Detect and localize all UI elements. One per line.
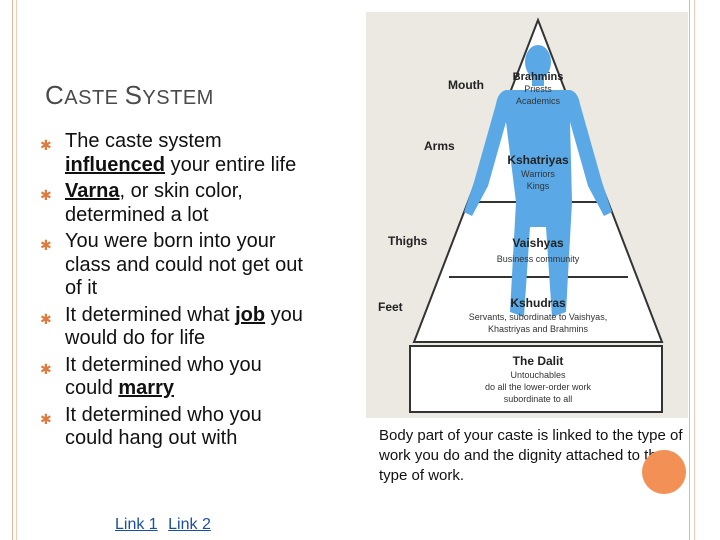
- link-2[interactable]: Link 2: [168, 516, 211, 533]
- tier-desc: Academics: [516, 96, 561, 106]
- human-body-icon: [464, 45, 612, 317]
- tier-name-brahmins: Brahmins: [513, 71, 564, 83]
- slide-title: CASTE SYSTEM: [45, 80, 214, 110]
- tier-name-vaishyas: Vaishyas: [512, 236, 564, 250]
- bullet-item: ✱You were born into your class and could…: [40, 230, 303, 299]
- slide-border-left: [12, 0, 13, 540]
- slide-border-right: [689, 0, 690, 540]
- tier-desc: Business community: [497, 254, 580, 264]
- bullet-marker-icon: ✱: [40, 410, 52, 427]
- label-thighs: Thighs: [388, 234, 428, 248]
- tier-desc: Untouchables: [510, 370, 566, 380]
- tier-desc: Kings: [527, 181, 550, 191]
- link-1[interactable]: Link 1: [115, 516, 158, 533]
- label-arms: Arms: [424, 139, 455, 153]
- tier-desc: Khastriyas and Brahmins: [488, 324, 589, 334]
- tier-desc: Servants, subordinate to Vaishyas,: [469, 312, 607, 322]
- bullet-list: ✱The caste system influenced your entire…: [40, 130, 310, 454]
- bullet-marker-icon: ✱: [40, 360, 52, 377]
- tier-name-dalit: The Dalit: [513, 354, 564, 368]
- bullet-item: ✱It determined who you could marry: [40, 353, 262, 400]
- caste-pyramid-figure: Mouth Arms Thighs Feet Brahmins Priests …: [366, 12, 688, 418]
- bullet-item: ✱Varna, or skin color, determined a lot: [40, 180, 243, 226]
- tier-desc: subordinate to all: [504, 394, 573, 404]
- tier-name-kshatriyas: Kshatriyas: [507, 153, 569, 167]
- slide-border-left-inner: [16, 0, 17, 540]
- bullet-marker-icon: ✱: [40, 187, 52, 203]
- caste-pyramid-svg: Mouth Arms Thighs Feet Brahmins Priests …: [378, 17, 664, 413]
- decorative-orange-circle: [642, 450, 686, 494]
- tier-name-kshudras: Kshudras: [510, 296, 566, 310]
- bullet-item: ✱It determined who you could hang out wi…: [40, 403, 262, 450]
- bullet-marker-icon: ✱: [40, 237, 52, 253]
- bullet-marker-icon: ✱: [40, 137, 52, 153]
- links-row: Link 1 Link 2: [115, 516, 217, 534]
- tier-desc: Priests: [524, 84, 552, 94]
- bullet-item: ✱It determined what job you would do for…: [40, 303, 303, 350]
- figure-caption: Body part of your caste is linked to the…: [379, 427, 683, 484]
- tier-desc: Warriors: [521, 169, 555, 179]
- tier-desc: do all the lower-order work: [485, 382, 592, 392]
- label-mouth: Mouth: [448, 78, 484, 92]
- label-feet: Feet: [378, 300, 403, 314]
- bullet-item: ✱The caste system influenced your entire…: [40, 130, 297, 176]
- slide-border-right-inner: [694, 0, 695, 540]
- dalit-box: [409, 345, 663, 413]
- bullet-marker-icon: ✱: [40, 310, 52, 327]
